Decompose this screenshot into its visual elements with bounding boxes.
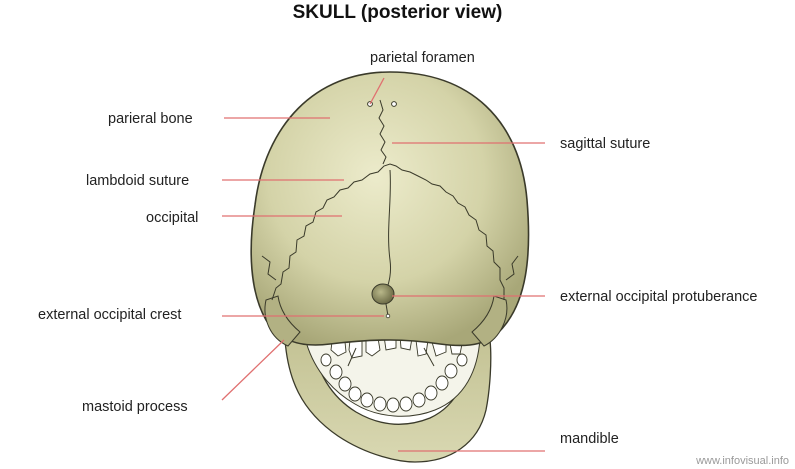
temporal-suture-right: [505, 255, 519, 281]
label-parietal-foramen: parietal foramen: [370, 50, 475, 66]
sagittal-suture-line: [378, 99, 387, 165]
page-title: SKULL (posterior view): [292, 2, 503, 23]
label-external-occipital-crest: external occipital crest: [38, 307, 181, 323]
styloid-left: [347, 347, 357, 367]
label-mandible: mandible: [560, 431, 619, 447]
watermark: www.infovisual.info: [696, 455, 789, 467]
leader-parietal-foramen: [369, 77, 385, 105]
label-mastoid-process: mastoid process: [82, 399, 188, 415]
parietal-foramen-right: [391, 101, 397, 107]
mastoid-right: [471, 295, 508, 347]
label-occipital: occipital: [146, 210, 198, 226]
lambdoid-suture-line: [271, 163, 505, 301]
crest-point: [385, 313, 391, 319]
label-lambdoid-suture: lambdoid suture: [86, 173, 189, 189]
lower-teeth: [320, 353, 468, 413]
leader-lines: [221, 77, 545, 452]
label-external-occipital-protuberance: external occipital protuberance: [560, 289, 757, 305]
leader-mastoid-process: [221, 339, 285, 401]
styloid-right: [423, 347, 435, 367]
temporal-suture-left: [261, 255, 277, 281]
mastoid-left: [264, 295, 301, 347]
mandible-shape: [284, 339, 492, 463]
occipital-median-line: [385, 169, 391, 293]
label-parieral-bone: parieral bone: [108, 111, 193, 127]
external-occipital-protuberance: [371, 283, 395, 305]
label-sagittal-suture: sagittal suture: [560, 136, 650, 152]
